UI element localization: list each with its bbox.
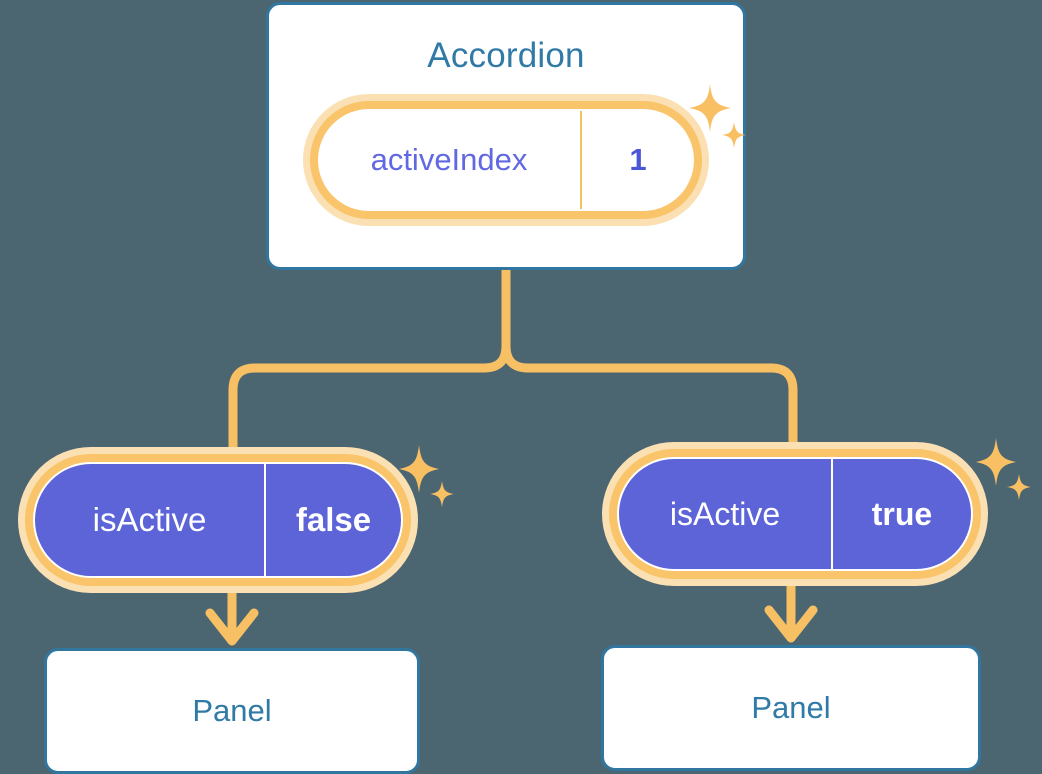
- pill-body: isActive false: [33, 462, 403, 578]
- state-value-label: 1: [629, 142, 647, 177]
- state-value-label: false: [295, 501, 372, 538]
- state-key-label: isActive: [669, 495, 781, 532]
- pill-divider: [264, 464, 266, 576]
- arrow-down-left-head: [205, 608, 259, 646]
- wire-root-stem: [501, 263, 798, 457]
- panel-component-right[interactable]: Panel: [601, 645, 981, 771]
- panel-title: Panel: [192, 693, 272, 728]
- arrow-down-right-head: [764, 605, 818, 643]
- pill-body: activeIndex 1: [318, 109, 694, 211]
- pill-divider: [831, 459, 833, 569]
- accordion-title: Accordion: [427, 36, 585, 75]
- wire-fork-left: [228, 341, 511, 463]
- pill-body: isActive true: [617, 457, 973, 571]
- state-value-label: true: [871, 495, 933, 532]
- state-pill-isactive-true[interactable]: isActive true: [602, 442, 988, 586]
- panel-component-left[interactable]: Panel: [44, 648, 420, 774]
- state-pill-activeindex[interactable]: activeIndex 1: [303, 94, 709, 226]
- state-key-label: activeIndex: [370, 142, 528, 177]
- state-pill-isactive-false[interactable]: isActive false: [18, 447, 418, 593]
- panel-title: Panel: [751, 690, 831, 725]
- state-key-label: isActive: [92, 501, 207, 538]
- pill-divider: [580, 111, 582, 209]
